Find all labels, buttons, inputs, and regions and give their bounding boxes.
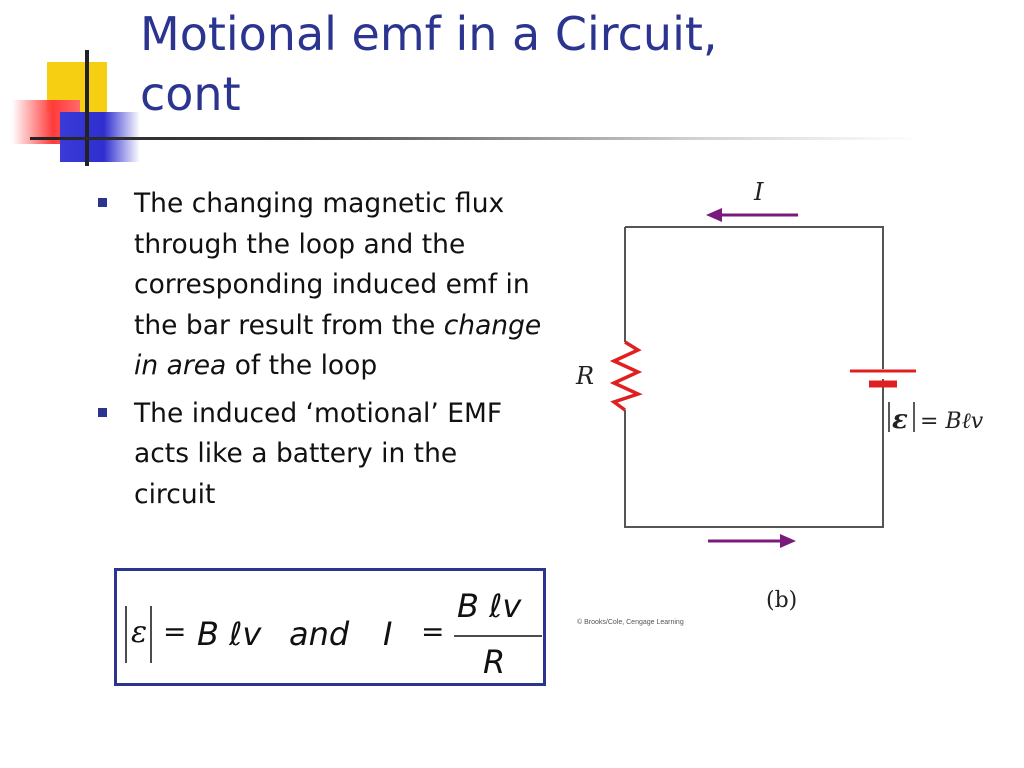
bullet-item-2: The induced ‘motional’ EMF acts like a b…: [96, 394, 546, 516]
formula-rhs: B ℓv: [197, 615, 262, 653]
title-underline: [30, 137, 920, 140]
emf-symbol: ε: [892, 405, 908, 435]
bullet-item-1: The changing magnetic flux through the l…: [96, 184, 546, 387]
abs-value-bars: [125, 606, 542, 663]
formula-denominator: R: [483, 643, 506, 681]
current-label: I: [753, 178, 764, 206]
formula-equals-1: =: [163, 615, 187, 648]
current-arrowhead-bottom-icon: [780, 534, 796, 548]
title-line-1: Motional emf in a Circuit,: [140, 7, 718, 61]
circuit-wire: [624, 226, 884, 528]
formula-numerator: B ℓv: [457, 587, 522, 625]
formula-box: ε = B ℓv and I = B ℓv R: [114, 568, 546, 686]
bullet-square-icon: [98, 407, 107, 417]
page-title: Motional emf in a Circuit, cont: [140, 4, 960, 124]
circuit-diagram: I R ε = Bℓv: [575, 178, 984, 548]
emf-rhs: = Bℓv: [920, 409, 984, 434]
resistor-label: R: [575, 362, 594, 390]
formula-epsilon: ε: [131, 615, 148, 650]
bullet-square-icon: [98, 198, 107, 207]
figure-label: (b): [766, 588, 798, 613]
formula-current: I: [383, 615, 393, 653]
current-arrowhead-top-icon: [706, 208, 722, 222]
battery-gap: [846, 369, 920, 379]
bullet-list: The changing magnetic flux through the l…: [96, 184, 546, 522]
resistor-icon: [609, 340, 643, 412]
formula-and: and: [289, 615, 350, 653]
decor-vertical-line: [85, 50, 89, 166]
title-line-2: cont: [140, 67, 241, 121]
copyright-credit: © Brooks/Cole, Cengage Learning: [577, 619, 684, 626]
formula-equals-2: =: [421, 615, 445, 648]
